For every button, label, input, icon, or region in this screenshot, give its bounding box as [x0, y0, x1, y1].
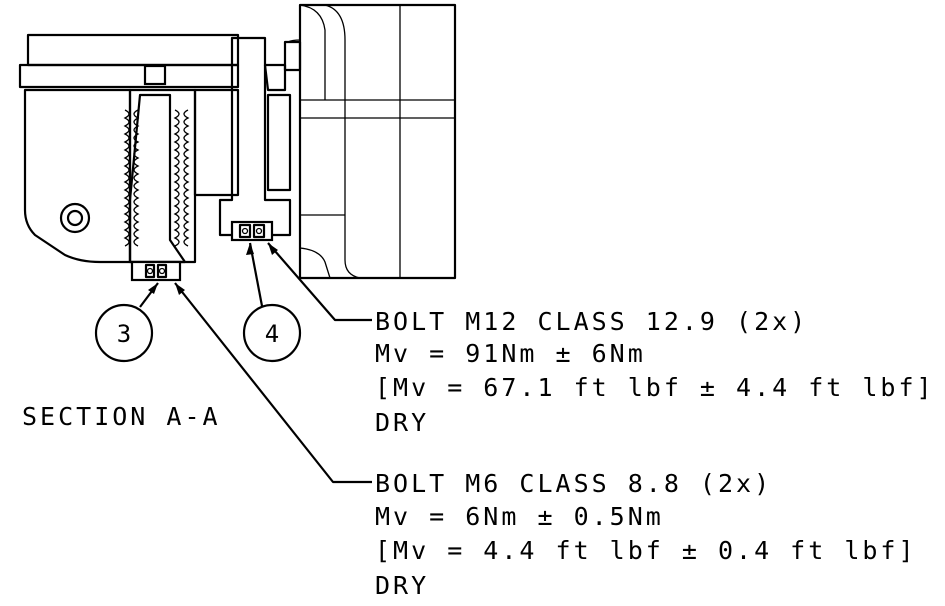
note-bolt-m6-line2: Mv = 6Nm ± 0.5Nm — [375, 502, 664, 531]
bolt-m12-head — [230, 220, 274, 242]
balloon-3: 3 — [94, 303, 154, 363]
note-bolt-m6-line1: BOLT M6 CLASS 8.8 (2x) — [375, 469, 772, 498]
balloon-4: 4 — [242, 303, 302, 363]
note-bolt-m12-line1: BOLT M12 CLASS 12.9 (2x) — [375, 307, 808, 336]
note-bolt-m12-line2: Mv = 91Nm ± 6Nm — [375, 339, 646, 368]
note-bolt-m12-line3: [Mv = 67.1 ft lbf ± 4.4 ft lbf] — [375, 373, 935, 402]
leader-bolt-m6 — [174, 282, 372, 484]
balloon-4-label: 4 — [265, 320, 279, 348]
housing-body — [283, 3, 457, 280]
note-bolt-m12-line4: DRY — [375, 408, 429, 437]
leader-bolt-m12 — [267, 242, 372, 322]
note-bolt-m6-line3: [Mv = 4.4 ft lbf ± 0.4 ft lbf] — [375, 536, 917, 565]
note-bolt-m6: BOLT M6 CLASS 8.8 (2x) Mv = 6Nm ± 0.5Nm … — [375, 469, 917, 600]
balloon-3-label: 3 — [117, 320, 131, 348]
top-plate — [18, 33, 240, 89]
base-block — [23, 88, 132, 264]
leader-balloon-3 — [139, 282, 159, 308]
leader-balloon-4 — [246, 242, 264, 307]
bolt-m6-head — [130, 260, 182, 282]
clamp-bracket — [218, 36, 292, 237]
spring-left — [123, 109, 140, 247]
section-label: SECTION A-A — [22, 402, 221, 431]
spring-right — [173, 109, 190, 247]
note-bolt-m6-line4: DRY — [375, 571, 429, 600]
center-insert — [128, 88, 240, 264]
note-bolt-m12: BOLT M12 CLASS 12.9 (2x) Mv = 91Nm ± 6Nm… — [375, 307, 935, 437]
